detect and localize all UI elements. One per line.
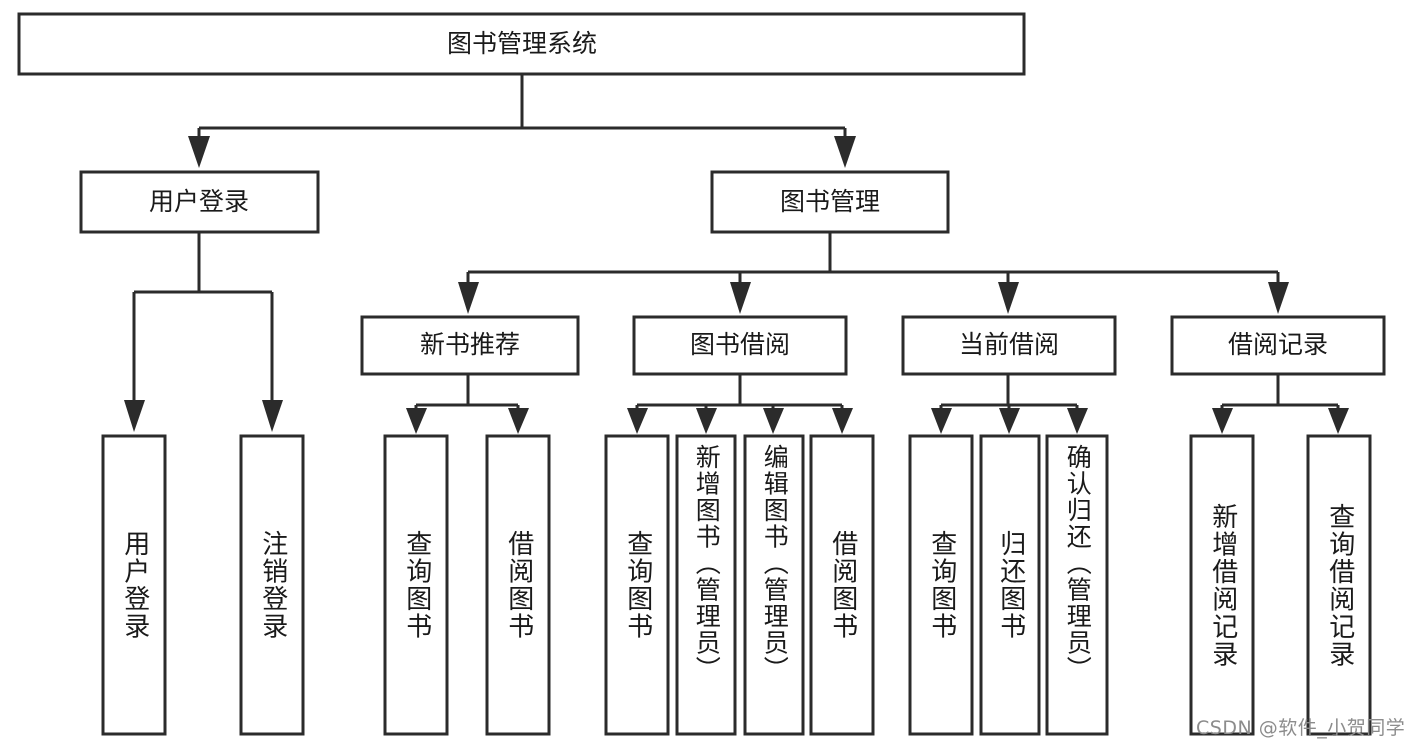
arrow-head-current-borrow xyxy=(998,282,1019,314)
connector-group-user-login xyxy=(124,232,283,432)
node-label-new-book-recommend: 新书推荐 xyxy=(420,330,520,359)
node-label-leaf-query-book-1: 查询图书 xyxy=(401,530,432,640)
arrow-head-leaf-add-record xyxy=(1212,408,1233,434)
node-label-leaf-add-book: 新增图书（管理员） xyxy=(692,444,722,683)
node-box-leaf-edit-book[interactable] xyxy=(743,434,805,736)
node-box-leaf-query-book-2[interactable] xyxy=(604,434,670,736)
leaf-label-wrap-edit-book: 编辑图书（管理员） xyxy=(745,436,803,734)
node-label-leaf-query-record: 查询借阅记录 xyxy=(1324,502,1355,668)
node-label-book-management: 图书管理 xyxy=(780,187,880,216)
node-label-current-borrow: 当前借阅 xyxy=(959,330,1059,359)
arrow-head-leaf-query-record xyxy=(1328,408,1349,434)
node-box-leaf-borrow-book-1[interactable] xyxy=(485,434,551,736)
arrow-head-leaf-borrow-book-2 xyxy=(832,408,853,434)
node-box-borrow-record[interactable] xyxy=(1170,315,1386,376)
node-box-leaf-user-login[interactable] xyxy=(101,434,167,736)
node-box-current-borrow[interactable] xyxy=(901,315,1117,376)
arrow-head-user-login xyxy=(188,136,210,168)
connector-group-current-borrow xyxy=(931,374,1088,434)
leaf-label-wrap-borrow-book-1: 借阅图书 xyxy=(487,436,549,734)
arrow-head-leaf-query-book-1 xyxy=(406,408,427,434)
leaf-label-wrap-query-book-1: 查询图书 xyxy=(385,436,447,734)
node-label-leaf-borrow-book-2: 借阅图书 xyxy=(827,530,858,640)
node-label-book-borrow: 图书借阅 xyxy=(690,330,790,359)
node-label-leaf-borrow-book-1: 借阅图书 xyxy=(503,530,534,640)
node-box-root[interactable] xyxy=(17,12,1026,76)
node-box-leaf-borrow-book-2[interactable] xyxy=(809,434,875,736)
node-label-root: 图书管理系统 xyxy=(447,29,597,58)
node-label-leaf-logout: 注销登录 xyxy=(257,530,288,640)
arrow-head-leaf-query-book-3 xyxy=(931,408,952,434)
connector-group-root xyxy=(188,75,856,168)
node-label-leaf-query-book-3: 查询图书 xyxy=(926,530,957,640)
arrow-head-book-management xyxy=(834,136,856,168)
node-box-leaf-query-book-1[interactable] xyxy=(383,434,449,736)
leaf-label-wrap-add-book: 新增图书（管理员） xyxy=(677,436,735,734)
arrow-head-leaf-query-book-2 xyxy=(627,408,648,434)
arrow-head-leaf-add-book xyxy=(696,408,717,434)
node-box-book-borrow[interactable] xyxy=(632,315,848,376)
leaf-label-wrap-user-login: 用户登录 xyxy=(103,436,165,734)
csdn-watermark: CSDN @软件_小贺同学 xyxy=(1196,717,1405,739)
node-label-leaf-add-record: 新增借阅记录 xyxy=(1207,502,1238,668)
node-box-leaf-query-record[interactable] xyxy=(1306,434,1372,736)
node-box-leaf-query-book-3[interactable] xyxy=(908,434,974,736)
arrow-head-leaf-confirm-return xyxy=(1067,408,1088,434)
node-box-new-book-recommend[interactable] xyxy=(360,315,580,376)
node-label-leaf-confirm-return: 确认归还（管理员） xyxy=(1063,444,1093,683)
node-label-user-login: 用户登录 xyxy=(149,187,249,216)
arrow-head-leaf-logout xyxy=(262,400,283,432)
node-label-borrow-record: 借阅记录 xyxy=(1228,330,1328,359)
node-box-leaf-confirm-return[interactable] xyxy=(1045,434,1109,736)
arrow-head-leaf-return-book xyxy=(999,408,1020,434)
leaf-label-wrap-return-book: 归还图书 xyxy=(981,436,1039,734)
arrow-head-new-book-recommend xyxy=(458,282,479,314)
arrow-head-book-borrow xyxy=(730,282,751,314)
leaf-label-wrap-query-book-3: 查询图书 xyxy=(910,436,972,734)
leaf-label-wrap-query-record: 查询借阅记录 xyxy=(1308,436,1370,734)
connector-group-new-book-recommend xyxy=(406,374,529,434)
arrow-head-leaf-edit-book xyxy=(763,408,784,434)
node-label-leaf-user-login: 用户登录 xyxy=(119,530,150,640)
node-label-leaf-return-book: 归还图书 xyxy=(995,530,1026,640)
leaf-label-wrap-logout: 注销登录 xyxy=(241,436,303,734)
node-box-leaf-return-book[interactable] xyxy=(979,434,1041,736)
leaf-label-wrap-borrow-book-2: 借阅图书 xyxy=(811,436,873,734)
node-label-leaf-edit-book: 编辑图书（管理员） xyxy=(760,444,790,683)
arrow-head-leaf-user-login xyxy=(124,400,145,432)
node-box-book-management[interactable] xyxy=(710,170,950,234)
node-box-user-login[interactable] xyxy=(79,170,320,234)
leaf-label-wrap-confirm-return: 确认归还（管理员） xyxy=(1047,436,1107,734)
arrow-head-leaf-borrow-book-1 xyxy=(508,408,529,434)
arrow-head-borrow-record xyxy=(1268,282,1289,314)
node-box-leaf-logout[interactable] xyxy=(239,434,305,736)
connector-group-book-borrow xyxy=(627,374,853,434)
leaf-label-wrap-query-book-2: 查询图书 xyxy=(606,436,668,734)
leaf-label-wrap-add-record: 新增借阅记录 xyxy=(1191,436,1253,734)
node-box-leaf-add-book[interactable] xyxy=(675,434,737,736)
node-label-leaf-query-book-2: 查询图书 xyxy=(622,530,653,640)
connector-group-borrow-record xyxy=(1212,374,1349,434)
connector-group-book-management xyxy=(458,232,1289,314)
node-box-leaf-add-record[interactable] xyxy=(1189,434,1255,736)
